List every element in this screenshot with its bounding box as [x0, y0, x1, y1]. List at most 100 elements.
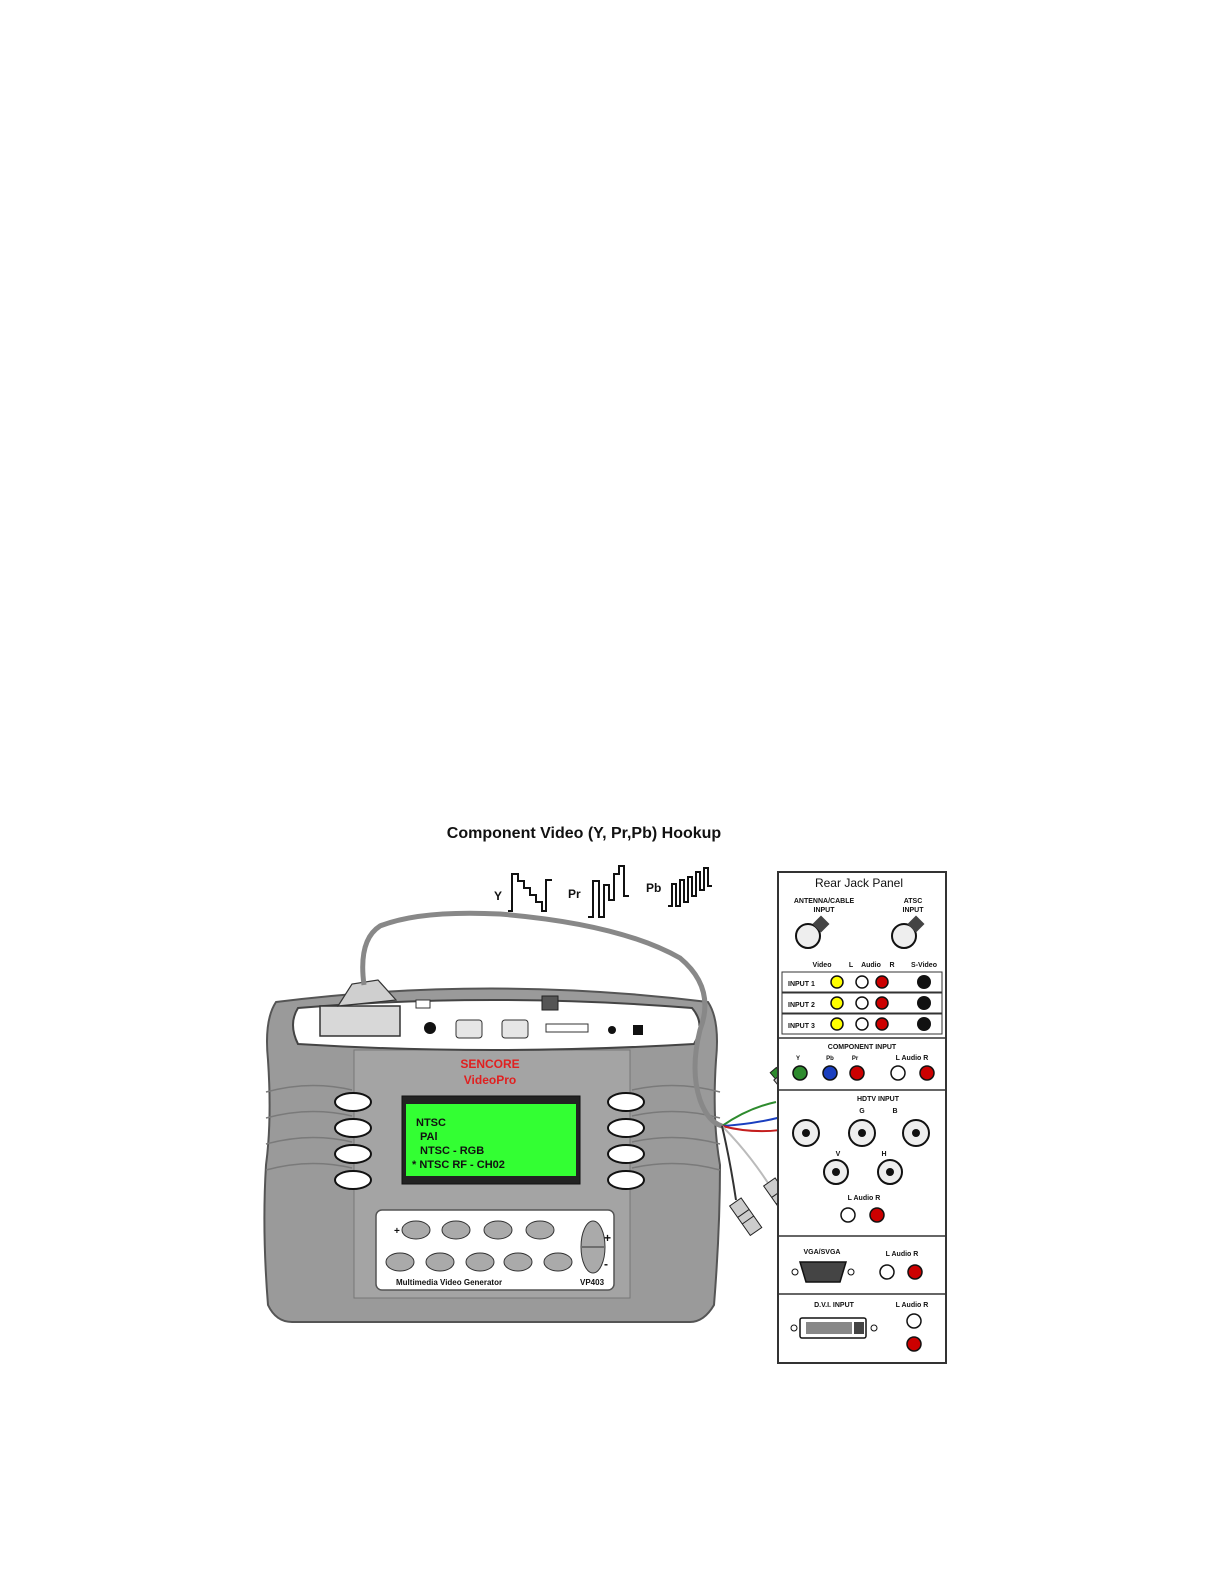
keypad-key-9[interactable] [543, 1252, 573, 1272]
lcd-line-3: NTSC - RGB [420, 1145, 484, 1157]
input-1-svideo-jack[interactable] [917, 975, 931, 989]
pb-waveform [668, 867, 712, 907]
keypad-plus-left: + [394, 1226, 400, 1237]
keypad-key-7[interactable] [465, 1252, 495, 1272]
top-small-switch[interactable] [415, 999, 431, 1009]
hdtv-b-label: B [892, 1108, 897, 1115]
softkey-left-3[interactable] [334, 1144, 372, 1164]
input-1-label: INPUT 1 [788, 981, 815, 988]
input-2-audio-r-jack[interactable] [875, 996, 889, 1010]
component-audio-r-jack[interactable] [919, 1065, 935, 1081]
dvi-audio-r-jack[interactable] [906, 1336, 922, 1352]
hdtv-h-bnc-center [886, 1168, 894, 1176]
component-y-jack[interactable] [792, 1065, 808, 1081]
header-audio: Audio [861, 962, 881, 969]
waveform-label-y: Y [494, 889, 502, 903]
body-side-band-left [265, 1084, 353, 1171]
input-2-audio-l-jack[interactable] [855, 996, 869, 1010]
keypad-key-1[interactable] [401, 1220, 431, 1240]
top-bnc-1[interactable] [455, 1019, 483, 1039]
component-audio-l-jack[interactable] [890, 1065, 906, 1081]
lcd-line-1: NTSC [416, 1117, 446, 1129]
lcd-line-2: PAl [420, 1131, 438, 1143]
atsc-label-line2: INPUT [903, 907, 925, 914]
component-pr-jack[interactable] [849, 1065, 865, 1081]
top-jack-2[interactable] [608, 1026, 616, 1034]
db25-connector [319, 1005, 401, 1037]
softkey-left-4[interactable] [334, 1170, 372, 1190]
softkey-right-3[interactable] [607, 1144, 645, 1164]
top-hdmi-port[interactable] [545, 1023, 589, 1033]
keypad-key-6[interactable] [425, 1252, 455, 1272]
loose-plug-black [728, 1197, 763, 1237]
input-1-video-jack[interactable] [830, 975, 844, 989]
vga-audio-r-jack[interactable] [907, 1264, 923, 1280]
waveform-label-pb: Pb [646, 881, 661, 895]
white-cable [721, 1125, 771, 1187]
input-3-video-jack[interactable] [830, 1017, 844, 1031]
green-cable [721, 1101, 777, 1127]
hdtv-r-bnc-center [802, 1129, 810, 1137]
antenna-cable-jack[interactable] [795, 923, 821, 949]
input-2-svideo-jack[interactable] [917, 996, 931, 1010]
keypad-key-3[interactable] [483, 1220, 513, 1240]
input-3-audio-r-jack[interactable] [875, 1017, 889, 1031]
model-number-label: VP403 [580, 1278, 605, 1287]
softkey-right-4[interactable] [607, 1170, 645, 1190]
vga-audio-l-jack[interactable] [879, 1264, 895, 1280]
softkey-right-1[interactable] [607, 1092, 645, 1112]
header-video: Video [813, 962, 832, 969]
lcd-line-4: * NTSC RF - CH02 [412, 1159, 505, 1171]
input-2-label: INPUT 2 [788, 1002, 815, 1009]
input-3-svideo-jack[interactable] [917, 1017, 931, 1031]
keypad-key-4[interactable] [525, 1220, 555, 1240]
component-audio-label: L Audio R [896, 1055, 929, 1062]
dvi-screw-left [790, 1324, 798, 1332]
vga-title: VGA/SVGA [804, 1249, 841, 1256]
dvi-audio-label: L Audio R [896, 1302, 929, 1309]
top-bnc-2[interactable] [501, 1019, 529, 1039]
component-pb-jack[interactable] [822, 1065, 838, 1081]
keypad-key-2[interactable] [441, 1220, 471, 1240]
dvi-audio-l-jack[interactable] [906, 1313, 922, 1329]
keypad-key-8[interactable] [503, 1252, 533, 1272]
panel-title: Rear Jack Panel [815, 876, 903, 890]
antenna-label-line1: ANTENNA/CABLE [794, 898, 855, 905]
hdtv-input-title: HDTV INPUT [857, 1096, 900, 1103]
hdtv-audio-label: L Audio R [848, 1195, 881, 1202]
dvi-pin-block [806, 1322, 852, 1334]
black-cable [721, 1125, 737, 1201]
input-1-audio-l-jack[interactable] [855, 975, 869, 989]
vga-audio-label: L Audio R [886, 1251, 919, 1258]
input-1-audio-r-jack[interactable] [875, 975, 889, 989]
generator-description: Multimedia Video Generator [396, 1278, 502, 1287]
atsc-label-line1: ATSC [904, 898, 923, 905]
hdtv-g-label: G [859, 1108, 865, 1115]
brand-label: SENCORE [460, 1057, 519, 1071]
softkey-right-2[interactable] [607, 1118, 645, 1138]
input-2-video-jack[interactable] [830, 996, 844, 1010]
model-name-label: VideoPro [464, 1073, 516, 1087]
component-y-label: Y [796, 1056, 800, 1062]
input-3-audio-l-jack[interactable] [855, 1017, 869, 1031]
hdtv-audio-r-jack[interactable] [869, 1207, 885, 1223]
header-svideo: S-Video [911, 962, 937, 969]
figure-title: Component Video (Y, Pr,Pb) Hookup [447, 825, 722, 842]
atsc-connector [907, 915, 925, 933]
atsc-jack[interactable] [891, 923, 917, 949]
top-jack-1[interactable] [424, 1022, 436, 1034]
hdtv-h-label: H [881, 1151, 886, 1158]
top-rf-connector[interactable] [541, 995, 559, 1011]
antenna-cable-connector [812, 915, 830, 933]
hdtv-g-bnc-center [858, 1129, 866, 1137]
keypad-key-5[interactable] [385, 1252, 415, 1272]
top-square-jack[interactable] [633, 1025, 643, 1035]
component-pb-label: Pb [826, 1056, 834, 1062]
header-r: R [889, 962, 894, 969]
vga-connector[interactable] [798, 1261, 848, 1283]
hdtv-audio-l-jack[interactable] [840, 1207, 856, 1223]
gray-main-cable [360, 910, 723, 1129]
softkey-left-2[interactable] [334, 1118, 372, 1138]
softkey-left-1[interactable] [334, 1092, 372, 1112]
component-input-title: COMPONENT INPUT [828, 1044, 897, 1051]
